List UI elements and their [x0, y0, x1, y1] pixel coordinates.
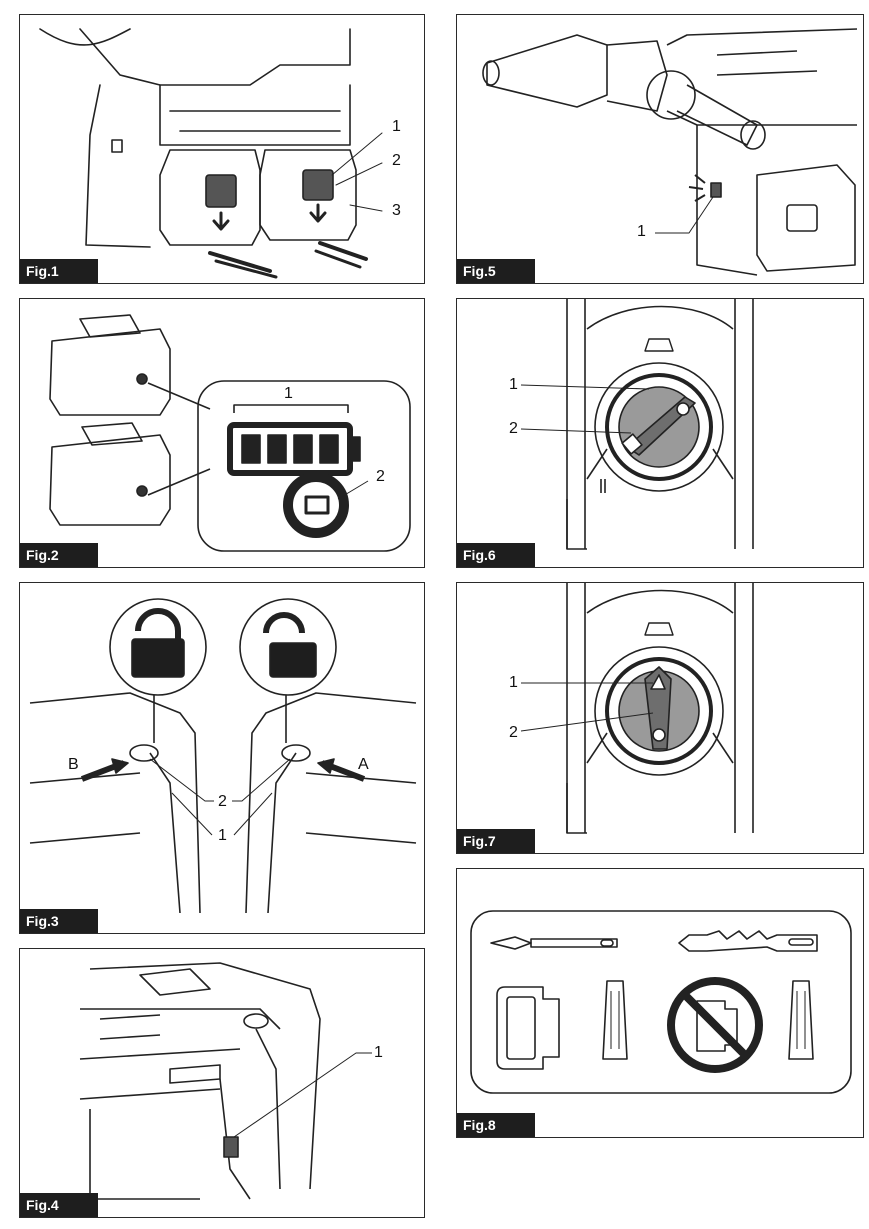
fig3-callout-B: B	[68, 756, 79, 773]
fig5-callout-1: 1	[637, 223, 646, 240]
figure-8-label: Fig.8	[457, 1113, 535, 1137]
fig7-callout-1: 1	[509, 674, 518, 691]
figure-4-label: Fig.4	[20, 1193, 98, 1217]
figure-4-illustration	[79, 962, 372, 1200]
fig1-callout-3: 3	[392, 202, 401, 219]
figure-1-panel: 1 2 3 Fig.1	[19, 14, 425, 284]
figure-2-label: Fig.2	[20, 543, 98, 567]
fig2-callout-1: 1	[284, 385, 293, 402]
fig3-callout-2: 2	[218, 793, 227, 810]
figure-2-illustration	[49, 314, 411, 552]
figure-6-illustration	[520, 299, 754, 550]
figure-7-panel: 1 2 Fig.7	[456, 582, 864, 854]
figure-7-label: Fig.7	[457, 829, 535, 853]
figure-7-illustration	[520, 583, 754, 834]
figure-3-illustration	[29, 598, 417, 914]
figure-1-label: Fig.1	[20, 259, 98, 283]
figure-5-panel: 1 Fig.5	[456, 14, 864, 284]
fig1-callout-2: 2	[392, 152, 401, 169]
fig6-callout-1: 1	[509, 376, 518, 393]
figure-8-illustration	[470, 910, 852, 1094]
fig1-callout-1: 1	[392, 118, 401, 135]
figure-1-illustration	[39, 28, 383, 279]
figure-3-panel: B A 2 1 Fig.3	[19, 582, 425, 934]
figure-6-panel: 1 2 Fig.6	[456, 298, 864, 568]
figure-8-panel: Fig.8	[456, 868, 864, 1138]
fig3-callout-A: A	[358, 756, 369, 773]
figure-6-label: Fig.6	[457, 543, 535, 567]
figure-3-label: Fig.3	[20, 909, 98, 933]
fig6-callout-2: 2	[509, 420, 518, 437]
figure-4-panel: 1 Fig.4	[19, 948, 425, 1218]
fig4-callout-1: 1	[374, 1044, 383, 1061]
fig2-callout-2: 2	[376, 468, 385, 485]
figure-5-label: Fig.5	[457, 259, 535, 283]
figure-5-illustration	[482, 28, 858, 276]
fig3-callout-1: 1	[218, 827, 227, 844]
fig7-callout-2: 2	[509, 724, 518, 741]
figure-2-panel: 1 2 Fig.2	[19, 298, 425, 568]
